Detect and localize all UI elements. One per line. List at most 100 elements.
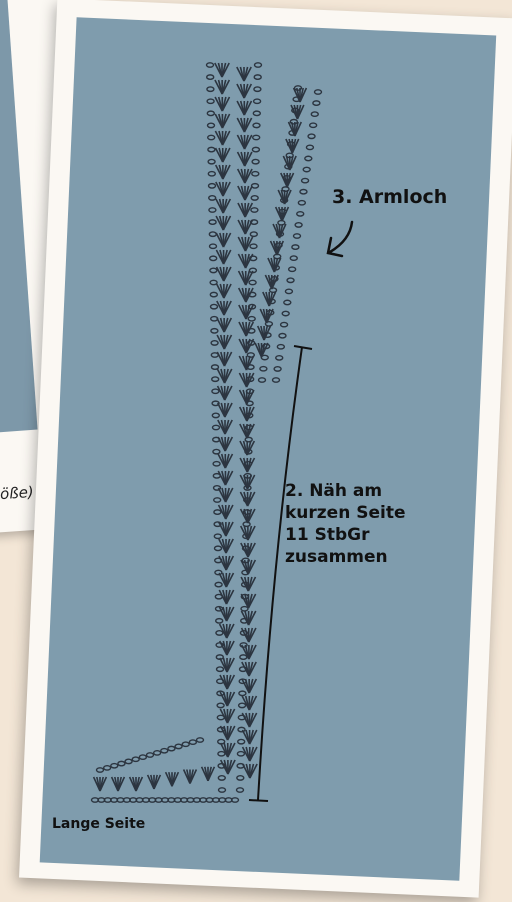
chain-stitch: [261, 355, 268, 359]
chain-stitch: [208, 172, 215, 176]
chain-stitch: [250, 244, 257, 248]
chain-stitch: [209, 220, 216, 224]
chain-stitch: [111, 764, 118, 768]
chain-stitch: [290, 119, 297, 123]
chain-stitch: [139, 755, 146, 759]
chain-stitch: [211, 341, 218, 345]
chain-stitch: [285, 289, 292, 293]
chain-stitch: [315, 90, 322, 94]
chain-stitch: [253, 111, 260, 115]
chain-stitch: [250, 232, 257, 236]
seam-instruction: 2. Näh am kurzen Seite 11 StbGr zusammen: [285, 480, 435, 568]
chain-stitch: [287, 278, 294, 282]
chain-stitch: [313, 101, 320, 105]
chain-stitch: [274, 254, 281, 258]
chain-stitch: [161, 749, 168, 753]
chain-stitch: [259, 378, 266, 382]
chain-stitch: [215, 570, 222, 574]
chain-stitch: [252, 184, 259, 188]
seam-line-3: 11 StbGr: [285, 524, 435, 546]
chain-stitch: [239, 691, 246, 695]
chain-stitch: [310, 123, 317, 127]
chain-stitch: [265, 322, 272, 326]
chain-stitch: [217, 703, 224, 707]
chain-stitch: [209, 232, 216, 236]
chain-stitch: [277, 345, 284, 349]
chain-stitch: [210, 244, 217, 248]
chain-stitch: [289, 267, 296, 271]
chain-stitch: [104, 766, 111, 770]
chain-stitch: [254, 87, 261, 91]
chain-stitch: [270, 288, 277, 292]
chain-stitch: [213, 449, 220, 453]
chain-stitch: [290, 256, 297, 260]
chain-stitch: [254, 99, 261, 103]
chain-stitch: [253, 123, 260, 127]
chain-stitch: [260, 367, 267, 371]
chain-stitch: [218, 727, 225, 731]
armhole-arrow-icon: [328, 222, 352, 256]
chain-stitch: [308, 134, 315, 138]
chain-stitch: [175, 744, 182, 748]
chain-stitch: [278, 221, 285, 225]
chain-stitch: [147, 753, 154, 757]
chain-stitch: [207, 63, 214, 67]
chain-stitch: [286, 153, 293, 157]
seam-line-1: 2. Näh am: [285, 480, 435, 502]
chain-stitch: [208, 135, 215, 139]
chain-stitch: [251, 208, 258, 212]
chain-stitch: [237, 752, 244, 756]
chain-stitch: [207, 87, 214, 91]
chain-stitch: [295, 223, 302, 227]
chain-stitch: [218, 776, 225, 780]
chain-stitch: [210, 256, 217, 260]
chain-stitch: [253, 135, 260, 139]
chain-stitch: [241, 607, 248, 611]
chain-stitch: [240, 655, 247, 659]
chain-stitch: [215, 546, 222, 550]
chain-stitch: [207, 99, 214, 103]
chain-stitch: [197, 738, 204, 742]
chain-stitch: [214, 486, 221, 490]
chain-stitch: [237, 788, 244, 792]
chain-stitch: [211, 329, 218, 333]
armhole-label: 3. Armloch: [332, 186, 447, 208]
chain-stitch: [298, 201, 305, 205]
chain-stitch: [215, 582, 222, 586]
chain-stitch: [125, 759, 132, 763]
chain-stitch: [213, 474, 220, 478]
chain-stitch: [209, 208, 216, 212]
chain-stitch: [97, 768, 104, 772]
chain-stitch: [237, 776, 244, 780]
chain-stitch: [300, 189, 307, 193]
chain-stitch: [282, 311, 289, 315]
chain-stitch: [294, 234, 301, 238]
stitch-pattern: [92, 63, 322, 802]
chain-stitch: [252, 172, 259, 176]
chain-stitch: [209, 196, 216, 200]
chain-stitch: [212, 377, 219, 381]
chain-stitch: [210, 268, 217, 272]
chain-stitch: [249, 280, 256, 284]
chain-stitch: [182, 742, 189, 746]
chain-stitch: [302, 178, 309, 182]
chain-stitch: [267, 310, 274, 314]
chain-stitch: [254, 75, 261, 79]
chain-stitch: [212, 413, 219, 417]
chain-stitch: [297, 212, 304, 216]
chain-stitch: [273, 378, 280, 382]
chain-stitch: [243, 522, 250, 526]
chain-stitch: [132, 757, 139, 761]
chain-stitch: [279, 333, 286, 337]
chain-stitch: [214, 534, 221, 538]
chain-stitch: [214, 510, 221, 514]
chain-stitch: [217, 667, 224, 671]
chain-stitch: [306, 145, 313, 149]
chain-stitch: [281, 322, 288, 326]
chain-stitch: [255, 63, 262, 67]
chain-stitch: [118, 761, 125, 765]
chain-stitch: [189, 740, 196, 744]
chain-stitch: [248, 317, 255, 321]
chain-stitch: [245, 437, 252, 441]
